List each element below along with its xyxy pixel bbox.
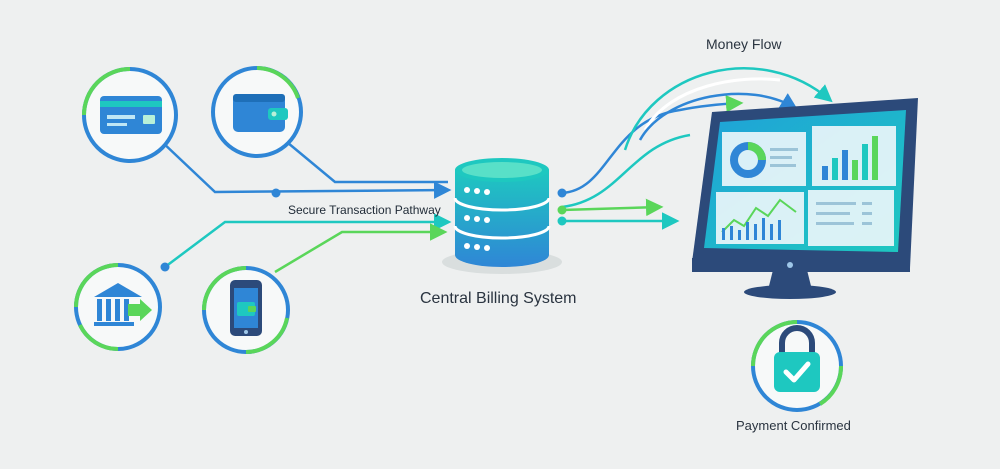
mobile-node (202, 266, 290, 354)
dashboard-monitor-node (692, 98, 918, 299)
monitor-icon (692, 98, 918, 299)
connectors-in (159, 127, 452, 274)
wallet-icon (233, 94, 288, 132)
central-billing-system-label: Central Billing System (420, 290, 577, 307)
edge-mobile (274, 223, 448, 274)
money-flow-label: Money Flow (706, 36, 782, 52)
mobile-wallet-icon (230, 280, 262, 336)
payment-confirmed-node (751, 320, 844, 412)
padlock-check-icon (774, 325, 820, 392)
edge-out-teal (561, 133, 691, 209)
central-billing-node (442, 158, 562, 274)
wallet-node (211, 66, 303, 158)
credit-card-icon (100, 96, 162, 134)
money-flow-arc-teal (623, 67, 833, 151)
connectors-out (557, 67, 833, 230)
edge-bank (164, 213, 452, 268)
credit-card-node (82, 67, 178, 163)
bank-icon (94, 283, 152, 326)
edge-out-green (561, 198, 664, 217)
bank-node (74, 263, 162, 352)
secure-transaction-pathway-label: Secure Transaction Pathway (288, 203, 441, 217)
database-icon (453, 158, 551, 267)
edge-wallet (269, 127, 448, 184)
money-flow-arc-white (643, 77, 781, 131)
edge-credit-card (159, 139, 452, 199)
payment-confirmed-label: Payment Confirmed (736, 418, 851, 433)
money-flow-arc-blue (638, 92, 798, 141)
